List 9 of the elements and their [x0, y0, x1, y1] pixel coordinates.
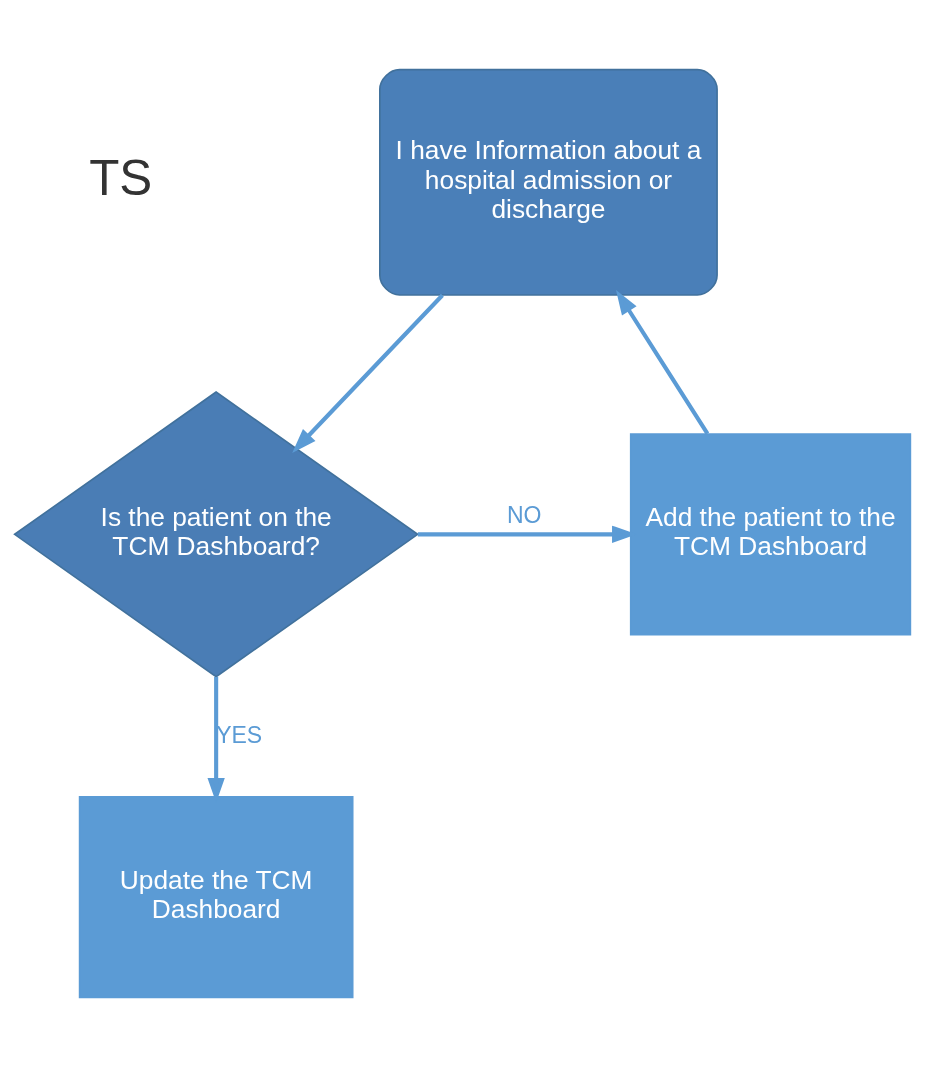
- label: TS: [89, 149, 153, 205]
- node-box: Update the TCM Dashboard: [78, 795, 354, 999]
- edge-label: NO: [506, 502, 542, 529]
- arrow: [292, 293, 444, 453]
- arrow: [616, 289, 710, 435]
- node-box: Add the patient to the TCM Dashboard: [629, 433, 912, 636]
- node-box: I have Information about a hospital admission or discharge: [379, 68, 718, 296]
- edge-label: YES: [216, 721, 263, 748]
- node-diamond: Is the patient on the TCM Dashboard?: [13, 391, 420, 678]
